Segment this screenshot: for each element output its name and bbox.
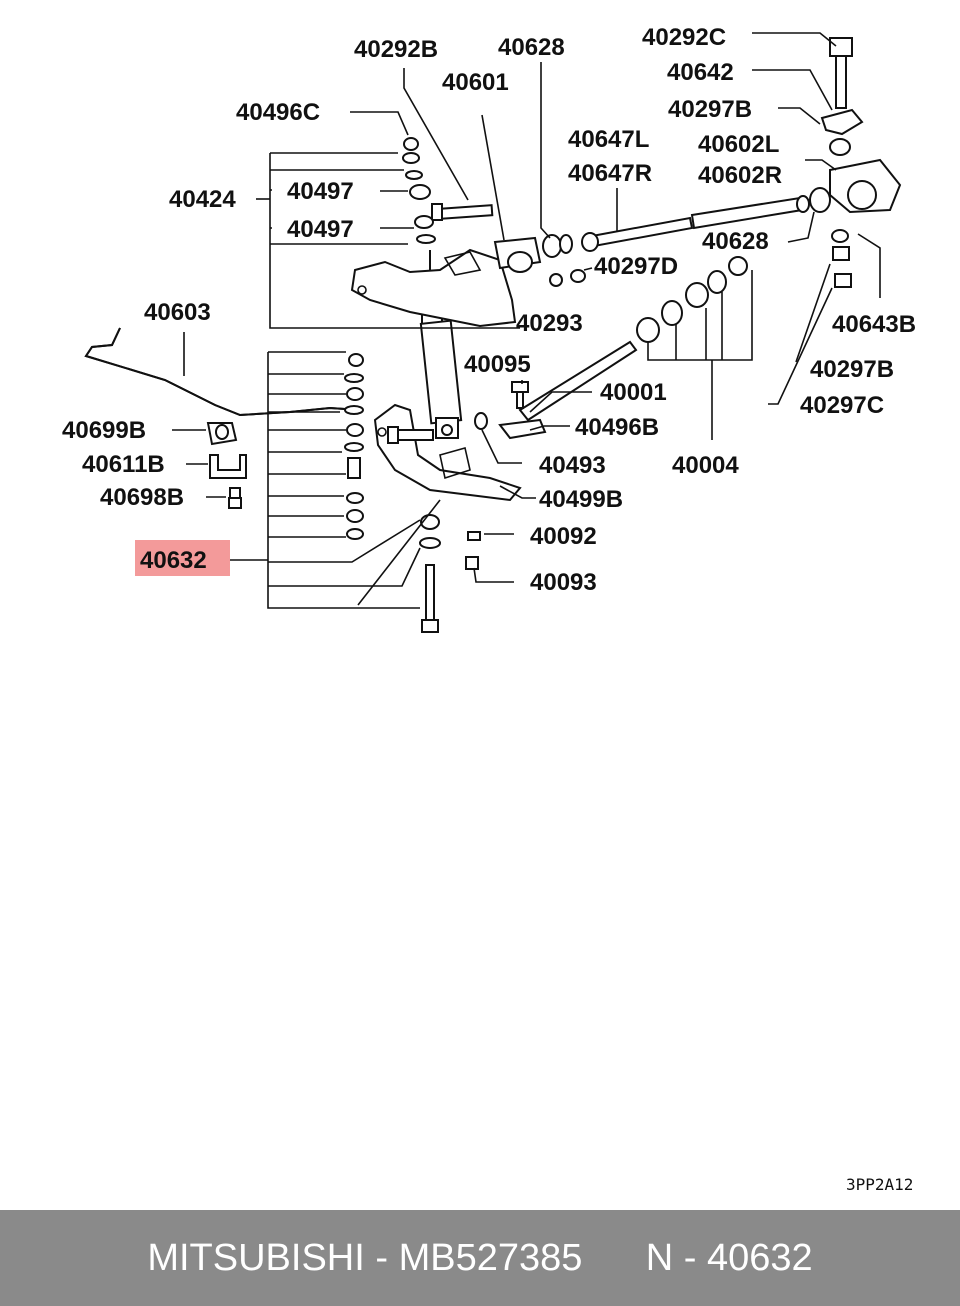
tie-rod[interactable] [498, 256, 748, 440]
label-40602L[interactable]: 40602L [698, 131, 779, 158]
drag-link[interactable] [581, 195, 810, 252]
lower-bracket[interactable] [373, 403, 522, 502]
label-40297B-top[interactable]: 40297B [668, 96, 752, 123]
diagram-code: 3PP2A12 [846, 1175, 913, 1194]
stabilizer-bar[interactable] [84, 327, 361, 417]
footer-part-number: MITSUBISHI - MB527385 [147, 1236, 583, 1279]
bolt-40292B[interactable] [431, 203, 494, 221]
label-40297C[interactable]: 40297C [800, 392, 884, 419]
label-40496C[interactable]: 40496C [236, 99, 320, 126]
label-40647L[interactable]: 40647L [568, 126, 649, 153]
footer-spacer [582, 1237, 645, 1280]
nuts-40643B[interactable] [831, 229, 852, 288]
kit-parts [344, 353, 441, 549]
label-40497-lower[interactable]: 40497 [287, 216, 354, 243]
footer-ref: N - 40632 [645, 1236, 813, 1279]
part-labels: 40292B 40628 40292C 40601 40642 40496C 4… [62, 24, 916, 596]
bolt-40292C[interactable] [820, 37, 864, 156]
label-40424[interactable]: 40424 [169, 186, 236, 213]
parts-drawing [84, 37, 902, 633]
label-40293[interactable]: 40293 [516, 310, 583, 337]
label-40603[interactable]: 40603 [144, 299, 211, 326]
label-40698B[interactable]: 40698B [100, 484, 184, 511]
label-40499B[interactable]: 40499B [539, 486, 623, 513]
label-40092[interactable]: 40092 [530, 523, 597, 550]
label-40601[interactable]: 40601 [442, 69, 509, 96]
label-40699B[interactable]: 40699B [62, 417, 146, 444]
label-40001[interactable]: 40001 [600, 379, 667, 406]
leader-lines [172, 32, 881, 609]
label-40602R[interactable]: 40602R [698, 162, 782, 189]
label-40292B[interactable]: 40292B [354, 36, 438, 63]
label-40297B-right[interactable]: 40297B [810, 356, 894, 383]
washer-40493[interactable] [474, 412, 488, 430]
ball-joints[interactable] [493, 158, 902, 273]
label-40632-highlighted[interactable]: 40632 [140, 547, 207, 574]
label-40642[interactable]: 40642 [667, 59, 734, 86]
label-40093[interactable]: 40093 [530, 569, 597, 596]
label-40095[interactable]: 40095 [464, 351, 531, 378]
label-40628-top[interactable]: 40628 [498, 34, 565, 61]
nuts-40092-40093[interactable] [465, 531, 481, 570]
label-40611B[interactable]: 40611B [82, 451, 165, 478]
label-40493[interactable]: 40493 [539, 452, 606, 479]
label-40647R[interactable]: 40647R [568, 160, 652, 187]
nuts-40297D[interactable] [549, 269, 586, 287]
kit-40424-parts [402, 137, 436, 244]
label-40497-upper[interactable]: 40497 [287, 178, 354, 205]
bolt-40095[interactable] [511, 381, 529, 409]
bolt-lower[interactable] [387, 426, 434, 444]
bolt-40698B[interactable] [228, 487, 242, 509]
label-40292C[interactable]: 40292C [642, 24, 726, 51]
bracket-40611B[interactable] [209, 454, 247, 479]
parts-diagram: 40292B 40628 40292C 40601 40642 40496C 4… [62, 24, 916, 1194]
label-40004[interactable]: 40004 [672, 452, 739, 479]
long-bolt[interactable] [421, 564, 439, 633]
upper-bracket[interactable] [350, 248, 517, 328]
label-40643B[interactable]: 40643B [832, 311, 916, 338]
label-40297D[interactable]: 40297D [594, 253, 678, 280]
footer-bar: MITSUBISHI - MB527385 N - 40632 [0, 1210, 960, 1306]
highlight-box-40632 [135, 540, 230, 576]
label-40496B[interactable]: 40496B [575, 414, 659, 441]
bushing-40699B[interactable] [206, 422, 238, 446]
label-40628-right[interactable]: 40628 [702, 228, 769, 255]
